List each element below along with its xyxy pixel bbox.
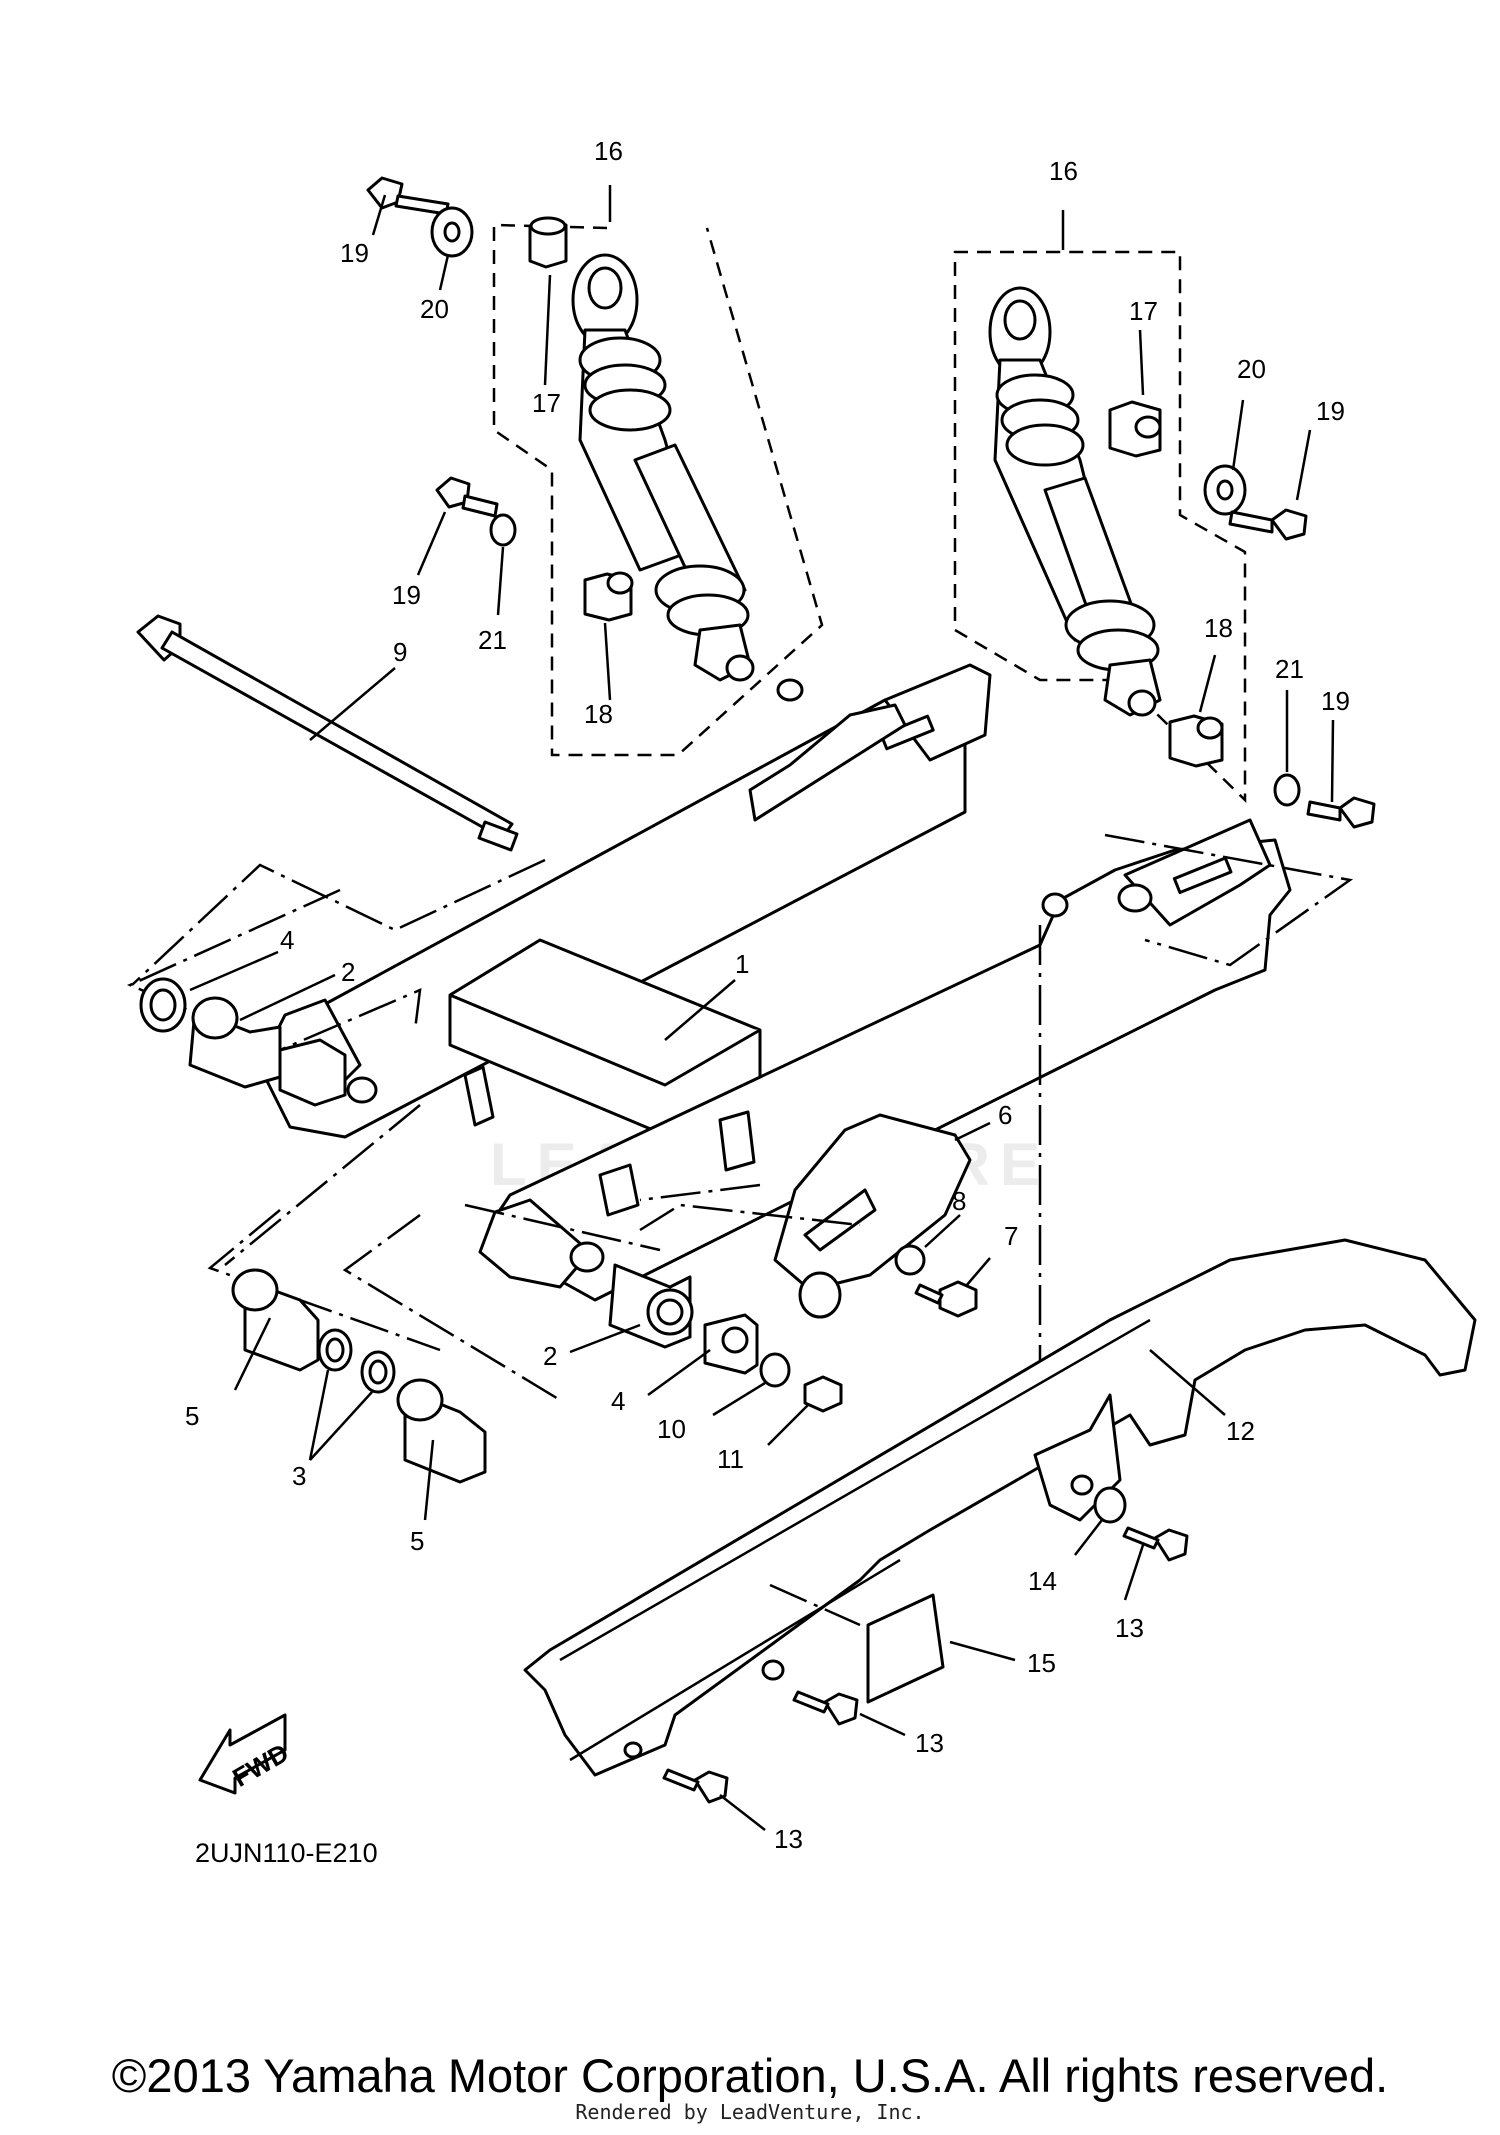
callout-1: 1	[735, 949, 749, 979]
callout-19: 19	[1321, 686, 1350, 716]
callout-19: 19	[340, 238, 369, 268]
parts-diagram: FWD 2UJN110-E210	[126, 136, 1477, 1868]
callout-20: 20	[1237, 354, 1266, 384]
copyright-notice: ©2013 Yamaha Motor Corporation, U.S.A. A…	[111, 2049, 1389, 2102]
callout-2: 2	[341, 957, 355, 987]
bolt-13-right	[1122, 1526, 1189, 1562]
callout-5: 5	[410, 1526, 424, 1556]
callout-17: 17	[1129, 296, 1158, 326]
callout-4: 4	[611, 1386, 625, 1416]
callout-13: 13	[915, 1728, 944, 1758]
washer-14	[1093, 1486, 1127, 1524]
callout-8: 8	[952, 1186, 966, 1216]
callout-7: 7	[1004, 1221, 1018, 1251]
callout-18: 18	[584, 699, 613, 729]
nut-11	[803, 1375, 843, 1413]
callout-4: 4	[280, 925, 294, 955]
swingarm-1	[126, 663, 1354, 1445]
bolt-19-right-top	[1228, 508, 1308, 541]
chain-puller-6	[639, 1113, 972, 1319]
washer-8	[894, 1244, 926, 1276]
callout-2: 2	[543, 1341, 557, 1371]
callout-14: 14	[1028, 1566, 1057, 1596]
bolt-19-left-mid	[435, 476, 499, 518]
bolt-19-right-low	[1306, 796, 1376, 829]
bolt-19-left-top	[366, 176, 450, 216]
callout-11: 11	[717, 1444, 744, 1474]
shock-group-right	[953, 250, 1376, 829]
callout-19: 19	[1316, 396, 1345, 426]
pivot-parts-left	[139, 977, 347, 1107]
shock-absorber-right	[988, 286, 1162, 717]
fwd-arrow-icon: FWD	[198, 1713, 294, 1795]
callout-10: 10	[657, 1414, 686, 1444]
label-15	[866, 1593, 945, 1704]
leader-lines	[189, 185, 1335, 1831]
callout-20: 20	[420, 294, 449, 324]
callout-16: 16	[1049, 156, 1078, 186]
callout-13: 13	[774, 1824, 803, 1854]
callout-5: 5	[185, 1401, 199, 1431]
callout-17: 17	[532, 388, 561, 418]
washer-21-left	[489, 513, 517, 547]
callout-6: 6	[998, 1100, 1012, 1130]
callout-13: 13	[1115, 1613, 1144, 1643]
callout-21: 21	[478, 625, 507, 655]
rendered-by-credit: Rendered by LeadVenture, Inc.	[575, 2100, 925, 2124]
callout-9: 9	[393, 637, 407, 667]
shock-absorber-left	[571, 253, 755, 682]
bolt-13-mid	[792, 1690, 859, 1726]
bolt-13-lower	[662, 1768, 729, 1804]
callout-16: 16	[594, 136, 623, 166]
bolt-7	[914, 1280, 978, 1318]
callout-19: 19	[392, 580, 421, 610]
callout-21: 21	[1275, 654, 1304, 684]
callout-12: 12	[1226, 1416, 1255, 1446]
bushings-3-5	[207, 1209, 561, 1484]
shock-group-left	[366, 176, 824, 757]
washer-10	[759, 1352, 791, 1388]
pivot-parts-right	[464, 1203, 843, 1413]
reference-code: 2UJN110-E210	[195, 1838, 378, 1868]
washer-21-right	[1273, 773, 1301, 807]
callout-18: 18	[1204, 613, 1233, 643]
callout-15: 15	[1027, 1648, 1056, 1678]
chain-case-12	[523, 1238, 1477, 1777]
callouts: 16 16 17 17 18 18 19 19 19 19 20 20 21 2…	[185, 136, 1350, 1854]
pivot-shaft-9	[131, 614, 546, 986]
callout-3: 3	[292, 1461, 306, 1491]
